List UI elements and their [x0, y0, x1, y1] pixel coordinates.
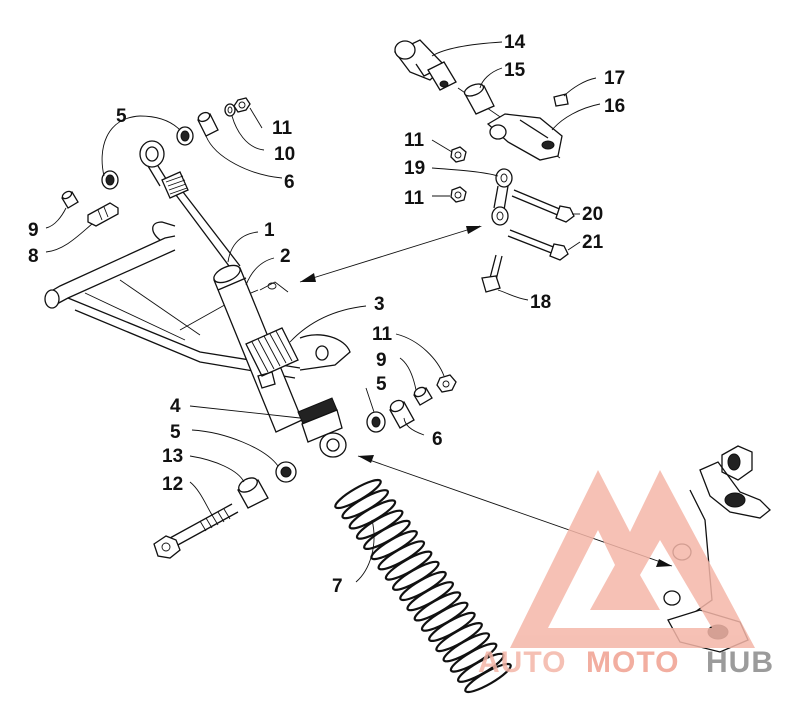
leader-lines	[45, 41, 601, 583]
callout-10: 10	[274, 144, 295, 165]
callout-21: 21	[582, 232, 604, 253]
spring-coil-highlight	[432, 615, 472, 639]
callout-11-upper-left: 11	[272, 118, 293, 139]
a-arm	[44, 221, 351, 379]
spring-coil-highlight	[454, 645, 494, 670]
watermark-triangle-icon	[510, 470, 755, 648]
shock-absorber	[139, 140, 347, 458]
callout-9-lower: 9	[376, 350, 387, 371]
callout-19: 19	[404, 158, 425, 179]
callout-2: 2	[280, 246, 291, 267]
callout-6-upper: 6	[284, 172, 295, 193]
callout-14: 14	[504, 32, 526, 53]
spring-coil	[464, 662, 512, 694]
spring-coil-highlight	[374, 533, 414, 557]
callout-1: 1	[264, 220, 275, 241]
callout-11-lower: 11	[372, 324, 393, 345]
coil-spring	[334, 478, 512, 694]
callout-11-link-bottom: 11	[404, 188, 425, 209]
spring-coil-highlight	[417, 594, 457, 619]
callout-3: 3	[374, 294, 385, 315]
spring-coil-highlight	[396, 563, 436, 588]
callout-8: 8	[28, 246, 39, 267]
spring-coil-highlight	[461, 655, 501, 680]
spring-coil-highlight	[425, 604, 465, 629]
lower-hardware	[153, 374, 457, 559]
spring-coil-highlight	[345, 492, 385, 517]
callout-15: 15	[504, 60, 526, 81]
spring-coil-highlight	[338, 482, 378, 506]
callout-11-link-top: 11	[404, 130, 425, 151]
callout-13: 13	[162, 446, 183, 467]
watermark-logo: AUTO MOTO HUB	[478, 470, 774, 679]
callout-5-left: 5	[170, 422, 181, 443]
spring-coil-highlight	[381, 543, 421, 568]
callout-labels: 1 2 3 4 5 5 5 6 6 7 8 9 9 10 11 11 11 11…	[28, 32, 625, 597]
spring-coil-highlight	[389, 553, 429, 578]
callout-16-clip: 17	[604, 68, 625, 89]
spring-coil-highlight	[468, 666, 508, 690]
linkage-assembly	[394, 39, 575, 293]
spring-coil-highlight	[352, 502, 392, 527]
callout-16: 16	[604, 96, 625, 117]
watermark-text-auto: AUTO	[478, 646, 566, 679]
callout-4: 4	[170, 396, 181, 417]
spring-coil-highlight	[403, 574, 443, 598]
callout-6-lower: 6	[432, 429, 443, 450]
watermark-text-moto: MOTO	[586, 646, 679, 679]
watermark-text-hub: HUB	[706, 646, 774, 679]
callout-9-upper: 9	[28, 220, 39, 241]
spring-coil-highlight	[410, 584, 450, 609]
callout-18: 18	[530, 292, 551, 313]
callout-5-upper: 5	[116, 106, 127, 127]
callout-12: 12	[162, 474, 183, 495]
callout-20: 20	[582, 204, 603, 225]
callout-5-right: 5	[376, 374, 387, 395]
spring-coil-highlight	[439, 625, 479, 649]
upper-hardware	[61, 97, 251, 227]
spring-coil-highlight	[367, 523, 407, 547]
spring-coil-highlight	[446, 635, 486, 660]
callout-7: 7	[332, 576, 343, 597]
spring-coil-highlight	[360, 512, 400, 537]
